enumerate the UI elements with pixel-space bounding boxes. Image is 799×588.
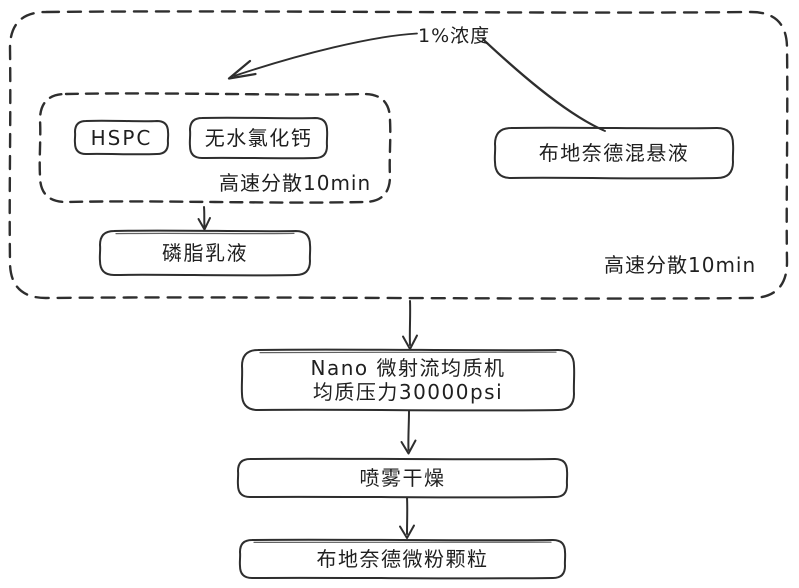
concentration-arrow-label: 1%浓度	[418, 25, 491, 47]
node-cacl2-label: 无水氯化钙	[204, 126, 313, 150]
node-spray-box	[236, 457, 569, 499]
node-homogenizer-line2: 均质压力30000psi	[312, 380, 504, 404]
node-powder-label: 布地奈德微粉颗粒	[316, 547, 489, 571]
dispersion-outer-label: 高速分散10min	[604, 253, 757, 277]
outer-dashed-group	[8, 10, 789, 300]
node-powder-box	[238, 538, 567, 580]
node-homogenizer-label: Nano 微射流均质机 均质压力30000psi	[242, 350, 574, 410]
arrow-inner-to-phospholipid	[197, 206, 211, 231]
node-phospholipid-box	[98, 229, 312, 277]
arrow-group-to-homogenizer	[402, 300, 418, 350]
node-homogenizer-box	[240, 348, 576, 412]
node-phospholipid-label: 磷脂乳液	[162, 241, 248, 265]
node-suspension-box	[493, 126, 735, 180]
node-hspc-label: HSPC	[90, 125, 153, 150]
arrow-homogenizer-to-spray	[400, 410, 417, 455]
node-spray-label: 喷雾干燥	[359, 466, 446, 490]
arrow-suspension-to-inner-group	[227, 32, 606, 132]
inner-dashed-group	[38, 92, 392, 204]
node-homogenizer-line1: Nano 微射流均质机	[310, 356, 506, 380]
dispersion-inner-label: 高速分散10min	[219, 171, 372, 195]
node-suspension-label: 布地奈德混悬液	[538, 141, 690, 165]
node-hspc-box	[73, 119, 170, 156]
arrow-spray-to-powder	[399, 496, 415, 539]
node-cacl2-box	[188, 116, 329, 160]
